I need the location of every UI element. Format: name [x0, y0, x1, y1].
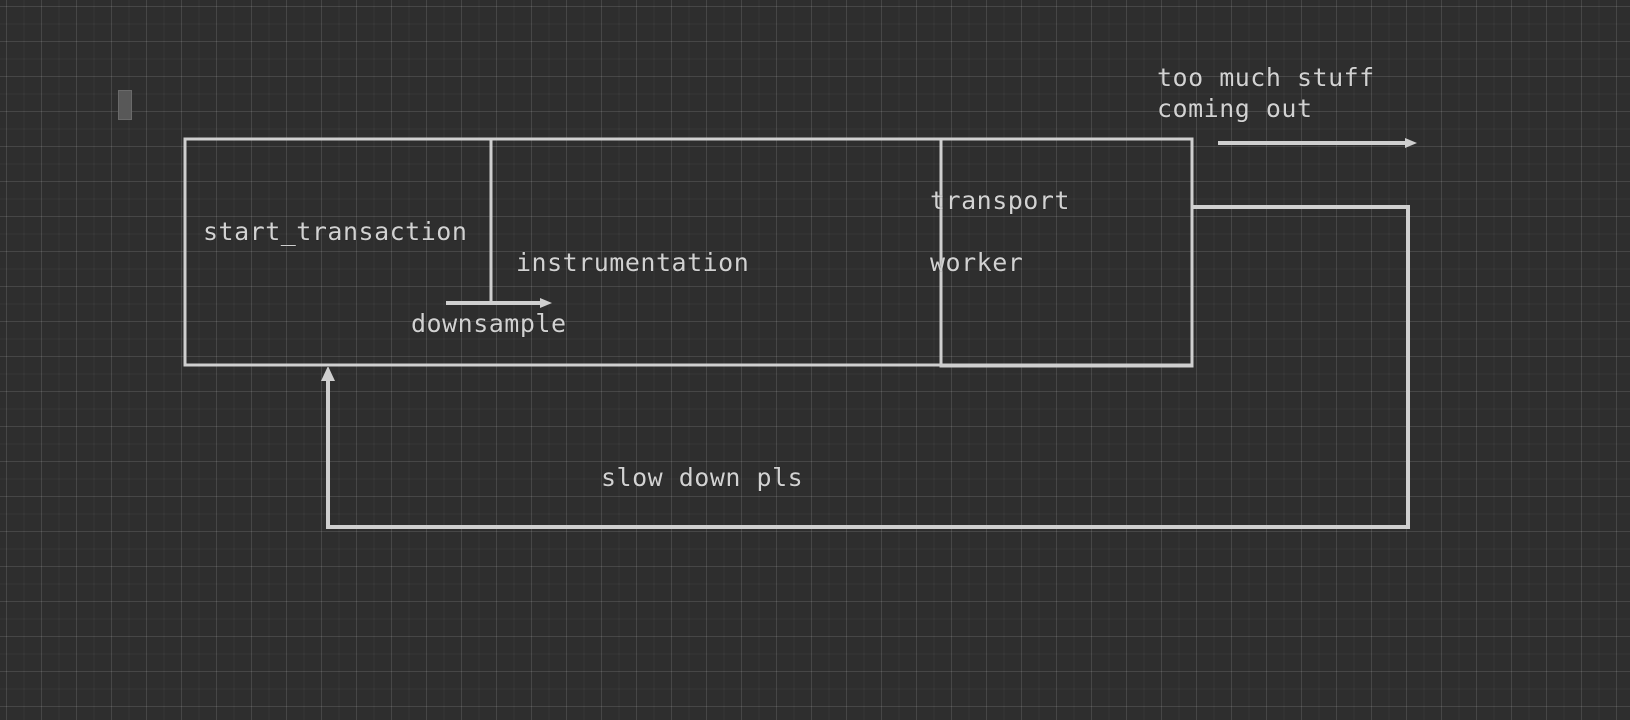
worker-label: worker	[930, 248, 1024, 277]
instrumentation-label: instrumentation	[516, 248, 750, 277]
slow-down-pls-feedback-path	[328, 205, 1410, 529]
too-much-stuff-label-line2: coming out	[1157, 94, 1313, 123]
slow-down-pls-label: slow down pls	[601, 463, 804, 492]
too-much-stuff-label-line1: too much stuff	[1157, 63, 1375, 92]
selection-caret-marker[interactable]	[118, 90, 132, 120]
start-transaction-label: start_transaction	[203, 217, 468, 246]
transport-label: transport	[930, 186, 1070, 215]
downsample-label: downsample	[411, 309, 567, 338]
transport-worker-box[interactable]	[939, 137, 1194, 368]
